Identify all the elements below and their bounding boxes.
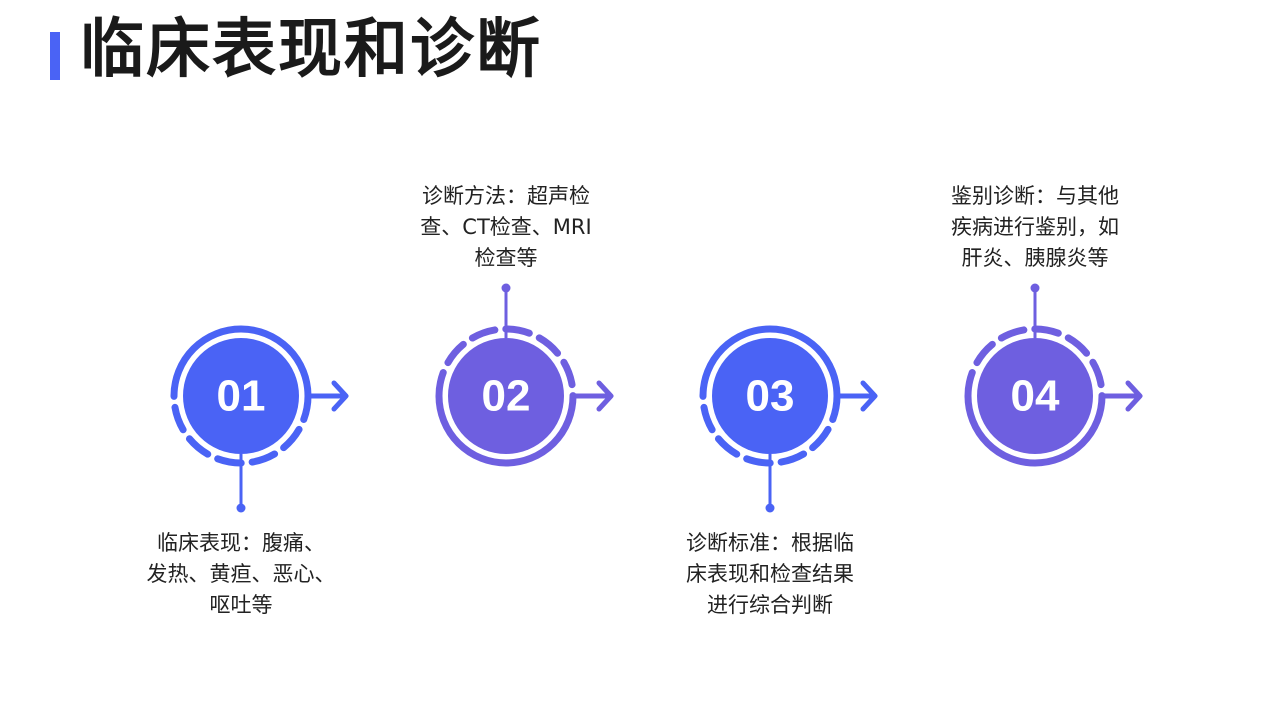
step-4-description: 鉴别诊断：与其他 疾病进行鉴别，如 肝炎、胰腺炎等 [920, 181, 1150, 274]
step-3-connector-dot [765, 503, 775, 513]
step-4-arrow-icon [1099, 380, 1143, 412]
step-3-description-line: 进行综合判断 [707, 593, 833, 617]
step-4: 04 [964, 283, 1143, 467]
step-2-ring-solid [435, 395, 577, 467]
step-3-ring-solid [699, 325, 841, 397]
step-1-circle [183, 338, 299, 454]
step-1-description-line: 呕吐等 [209, 593, 273, 617]
step-2-description-line: 查、CT检查、MRI [420, 215, 592, 239]
step-1-ring-solid [170, 325, 312, 397]
step-2-description: 诊断方法：超声检 查、CT检查、MRI 检查等 [391, 181, 621, 274]
step-2-connector-dot [501, 283, 511, 293]
step-3-description-line: 诊断标准：根据临 [686, 531, 854, 555]
step-3: 03 [699, 325, 878, 513]
step-1-description-line: 临床表现：腹痛、 [157, 531, 325, 555]
step-3-circle [712, 338, 828, 454]
step-4-description-line: 疾病进行鉴别，如 [951, 215, 1119, 239]
step-3-arrow-icon [834, 380, 878, 412]
page-title: 临床表现和诊断 [80, 13, 542, 87]
step-4-ring-solid [964, 395, 1106, 467]
step-4-description-line: 肝炎、胰腺炎等 [961, 246, 1109, 270]
step-2-description-line: 检查等 [474, 246, 538, 270]
step-2: 02 [435, 283, 614, 467]
step-4-connector-dot [1030, 283, 1040, 293]
step-1: 01 [170, 325, 349, 513]
step-2-number: 02 [482, 372, 531, 421]
step-4-circle [977, 338, 1093, 454]
step-3-description-line: 床表现和检查结果 [686, 562, 854, 586]
step-4-description-line: 鉴别诊断：与其他 [951, 184, 1119, 208]
step-1-arrow-icon [305, 380, 349, 412]
step-2-description-line: 诊断方法：超声检 [422, 184, 590, 208]
step-3-description: 诊断标准：根据临 床表现和检查结果 进行综合判断 [655, 528, 885, 621]
step-2-circle [448, 338, 564, 454]
step-3-number: 03 [746, 372, 795, 421]
step-1-description: 临床表现：腹痛、 发热、黄疸、恶心、 呕吐等 [126, 528, 356, 621]
step-1-number: 01 [217, 372, 266, 421]
step-2-arrow-icon [570, 380, 614, 412]
step-4-number: 04 [1011, 372, 1060, 421]
step-1-connector-dot [236, 503, 246, 513]
step-1-description-line: 发热、黄疸、恶心、 [146, 562, 336, 586]
title-accent-bar [50, 32, 60, 80]
